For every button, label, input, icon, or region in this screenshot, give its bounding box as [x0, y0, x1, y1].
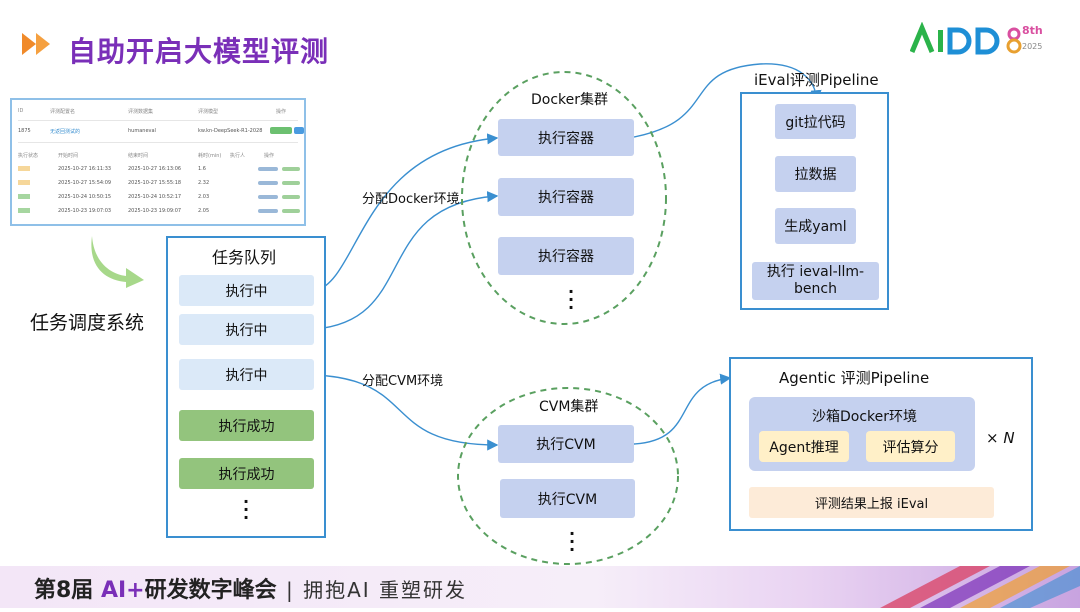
queue-item-running-3: 执行中: [179, 359, 314, 390]
footer-title: 第8届 AI+研发数字峰会: [34, 578, 277, 603]
queue-item-success-1: 执行成功: [179, 410, 314, 441]
docker-container-1: 执行容器: [498, 119, 634, 156]
sandbox-title: 沙箱Docker环境: [812, 409, 918, 425]
docker-container-2: 执行容器: [498, 178, 634, 216]
curved-arrow-icon: [91, 236, 144, 288]
ieval-step-git: git拉代码: [775, 104, 856, 139]
ieval-step-bench: 执行 ieval-llm-bench: [752, 262, 879, 300]
ieval-step-yaml: 生成yaml: [775, 208, 856, 244]
docker-cluster-title: Docker集群: [531, 92, 609, 108]
report-result-box: 评测结果上报 iEval: [749, 487, 994, 518]
edge-label-cvm: 分配CVM环境: [362, 374, 444, 389]
queue-item-success-2: 执行成功: [179, 458, 314, 489]
ieval-step-data: 拉数据: [775, 156, 856, 192]
footer-decoration-icon: [0, 566, 1080, 608]
logo-year: 2025: [1022, 42, 1043, 51]
aidd-logo-icon: [909, 21, 1022, 55]
agentic-pipeline-title: Agentic 评测Pipeline: [779, 369, 930, 387]
aidd-logo: 8th 2025: [909, 21, 1050, 58]
copy-button[interactable]: [294, 127, 304, 134]
cvm-instance-1: 执行CVM: [498, 425, 634, 463]
ieval-pipeline-title: iEval评测Pipeline: [754, 71, 879, 89]
docker-ellipsis: ···: [567, 282, 575, 317]
cvm-cluster-title: CVM集群: [539, 399, 599, 415]
docker-container-3: 执行容器: [498, 237, 634, 275]
title-arrows-icon: [22, 33, 50, 55]
task-queue-title: 任务队列: [212, 248, 277, 267]
footer-slogan: | 拥抱AI 重塑研发: [286, 578, 468, 602]
multiplier-label: × N: [986, 429, 1015, 447]
scheduler-label: 任务调度系统: [30, 312, 145, 334]
eval-task-screenshot: ID 评测配置名 评测数据集 评测模型 操作 1875 无返回测试的 human…: [10, 98, 306, 226]
agent-inference-box: Agent推理: [759, 431, 849, 462]
start-eval-button[interactable]: [270, 127, 292, 134]
page-title: 自助开启大模型评测: [68, 35, 330, 68]
footer-banner: [0, 566, 1080, 608]
cvm-ellipsis: ···: [568, 524, 576, 559]
queue-ellipsis: ···: [242, 492, 250, 527]
edge-label-docker: 分配Docker环境: [362, 192, 460, 207]
logo-edition: 8th: [1022, 24, 1043, 37]
queue-item-running-2: 执行中: [179, 314, 314, 345]
eval-scoring-box: 评估算分: [866, 431, 955, 462]
cvm-instance-2: 执行CVM: [500, 479, 635, 518]
queue-item-running-1: 执行中: [179, 275, 314, 306]
